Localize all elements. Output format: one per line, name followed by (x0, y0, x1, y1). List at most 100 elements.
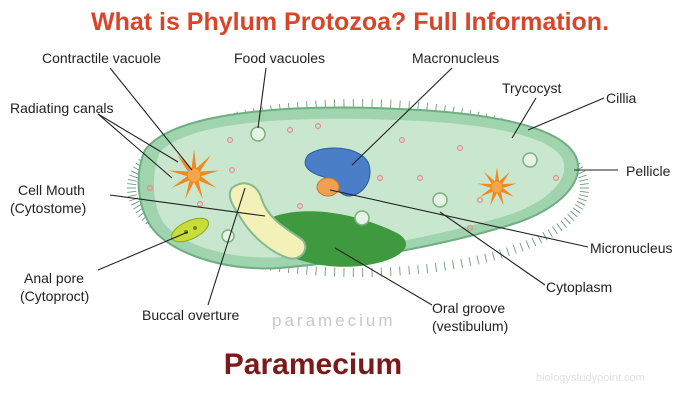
faded-text: paramecium (272, 311, 396, 330)
cilium (579, 183, 589, 186)
watermark: biologystudypoint.com (536, 372, 645, 384)
cilium (579, 178, 589, 182)
cilium (531, 237, 537, 247)
cilium (576, 200, 586, 206)
cilium (572, 207, 581, 214)
cilium (315, 266, 317, 276)
cilium (127, 178, 137, 182)
pointer-macronucleus (351, 67, 453, 166)
cilium (476, 255, 480, 265)
cilium (574, 204, 584, 210)
pointer-contractile-vacuole (109, 67, 193, 171)
granule (477, 197, 484, 204)
label-macronucleus: Macronucleus (412, 50, 500, 66)
pointer-micronucleus (329, 189, 589, 248)
cilium (127, 183, 137, 186)
granule (467, 225, 474, 232)
contractile-vacuoles (168, 149, 517, 206)
granule (197, 201, 204, 208)
macronucleus (304, 147, 371, 197)
cilium (567, 213, 575, 221)
food-vacuole (432, 192, 448, 208)
cilium (399, 266, 401, 276)
buccal-cavity (228, 182, 307, 260)
granule (377, 175, 384, 182)
cilium (564, 217, 571, 225)
label-cell-mouth: Cell Mouth (18, 182, 85, 198)
label-cytoproct: (Cytoproct) (20, 288, 90, 304)
cilium (578, 197, 587, 202)
cilium (460, 258, 463, 268)
label-cytoplasm: Cytoplasm (546, 279, 613, 295)
label-buccal-overture: Buccal overture (142, 307, 240, 323)
label-vestibulum: (vestibulum) (432, 318, 509, 334)
cilium (130, 200, 140, 206)
food-vacuole (522, 152, 538, 168)
cilium (434, 262, 438, 272)
cilium (129, 174, 138, 179)
granule (552, 175, 559, 182)
pointer-trycocyst (511, 97, 537, 139)
cilium (484, 253, 488, 263)
cilium (579, 190, 589, 193)
pointer-lines (97, 67, 618, 306)
diagram-caption: Paramecium (223, 348, 403, 381)
label-trycocyst: Trycocyst (502, 80, 562, 96)
label-contractile-vacuole: Contractile vacuole (42, 50, 162, 66)
label-cytostome: (Cytostome) (10, 200, 87, 216)
cilium (452, 260, 455, 270)
granule (457, 145, 464, 152)
pointer-food-vacuoles (257, 67, 267, 129)
cytoplasm-granules (147, 122, 559, 232)
cilium (519, 242, 524, 252)
cilium (127, 190, 137, 193)
cilium (579, 194, 589, 198)
pointer-radiating-canals-1 (97, 113, 179, 163)
label-anal-pore: Anal pore (24, 270, 84, 286)
granule (287, 126, 294, 133)
cilium (417, 265, 420, 275)
granule (315, 122, 322, 129)
label-oral-groove: Oral groove (432, 300, 506, 316)
granule (297, 203, 304, 210)
cilium (525, 240, 530, 249)
granule (147, 185, 154, 192)
cilium (426, 264, 429, 274)
pointer-radiating-canals-2 (97, 113, 173, 179)
cilium (443, 261, 446, 271)
cilium (399, 100, 401, 110)
anal-pore-granule (193, 226, 197, 230)
cilium (556, 223, 563, 232)
food-vacuole (354, 210, 370, 226)
cilium (578, 174, 587, 179)
cilium (408, 265, 410, 275)
pointer-cell-mouth (109, 194, 266, 217)
cilium (130, 170, 140, 176)
pointer-oral-groove (334, 247, 433, 306)
page-title: What is Phylum Protozoa? Full Informatio… (90, 8, 610, 36)
cilium (306, 265, 308, 275)
cilium (491, 251, 496, 261)
label-cillia: Cillia (606, 90, 637, 106)
food-vacuole (250, 126, 266, 142)
cilium (132, 204, 142, 210)
granule (399, 137, 406, 144)
cilium (512, 245, 517, 254)
pointer-cytoplasm (439, 211, 546, 286)
cilium (560, 220, 567, 228)
cilium (552, 226, 558, 235)
pointer-buccal-overture (207, 187, 246, 306)
cilium (547, 229, 553, 238)
label-food-vacuoles: Food vacuoles (234, 50, 326, 66)
micronucleus (316, 177, 340, 197)
pointer-cillia (527, 97, 605, 131)
contractile-vacuole-core (187, 168, 201, 182)
granule (227, 137, 234, 144)
cilium (468, 257, 472, 267)
granule (417, 175, 424, 182)
cilium (506, 247, 510, 257)
label-pellicle: Pellicle (626, 163, 671, 179)
granule (229, 167, 236, 174)
label-radiating-canals: Radiating canals (10, 100, 114, 116)
